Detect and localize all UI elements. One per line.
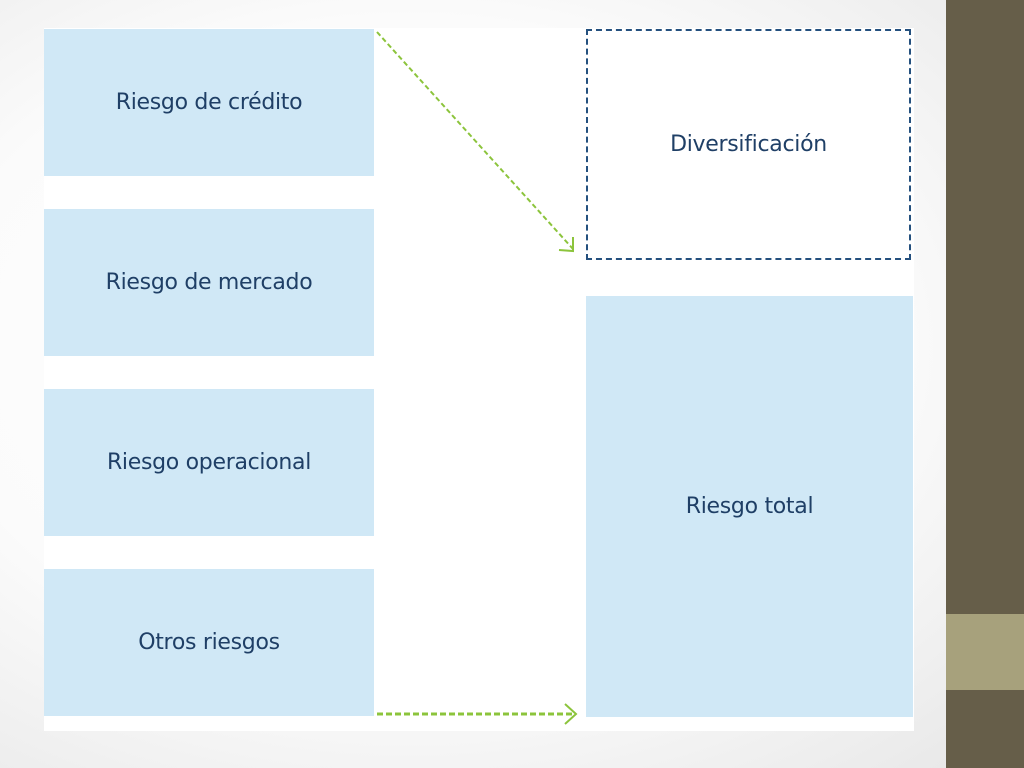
slide-sidebar bbox=[946, 0, 1024, 768]
total-risk-label: Riesgo total bbox=[685, 494, 814, 519]
diversification-box: Diversificación bbox=[586, 29, 911, 260]
market-risk-box: Riesgo de mercado bbox=[44, 209, 374, 356]
other-risks-box: Otros riesgos bbox=[44, 569, 374, 716]
operational-risk-box: Riesgo operacional bbox=[44, 389, 374, 536]
market-risk-label: Riesgo de mercado bbox=[105, 270, 313, 295]
sidebar-accent-block bbox=[946, 614, 1024, 690]
diversification-label: Diversificación bbox=[670, 132, 827, 157]
credit-risk-box: Riesgo de crédito bbox=[44, 29, 374, 176]
total-risk-box: Riesgo total bbox=[586, 296, 913, 717]
credit-risk-label: Riesgo de crédito bbox=[115, 90, 303, 115]
operational-risk-label: Riesgo operacional bbox=[106, 450, 312, 475]
other-risks-label: Otros riesgos bbox=[138, 630, 280, 655]
